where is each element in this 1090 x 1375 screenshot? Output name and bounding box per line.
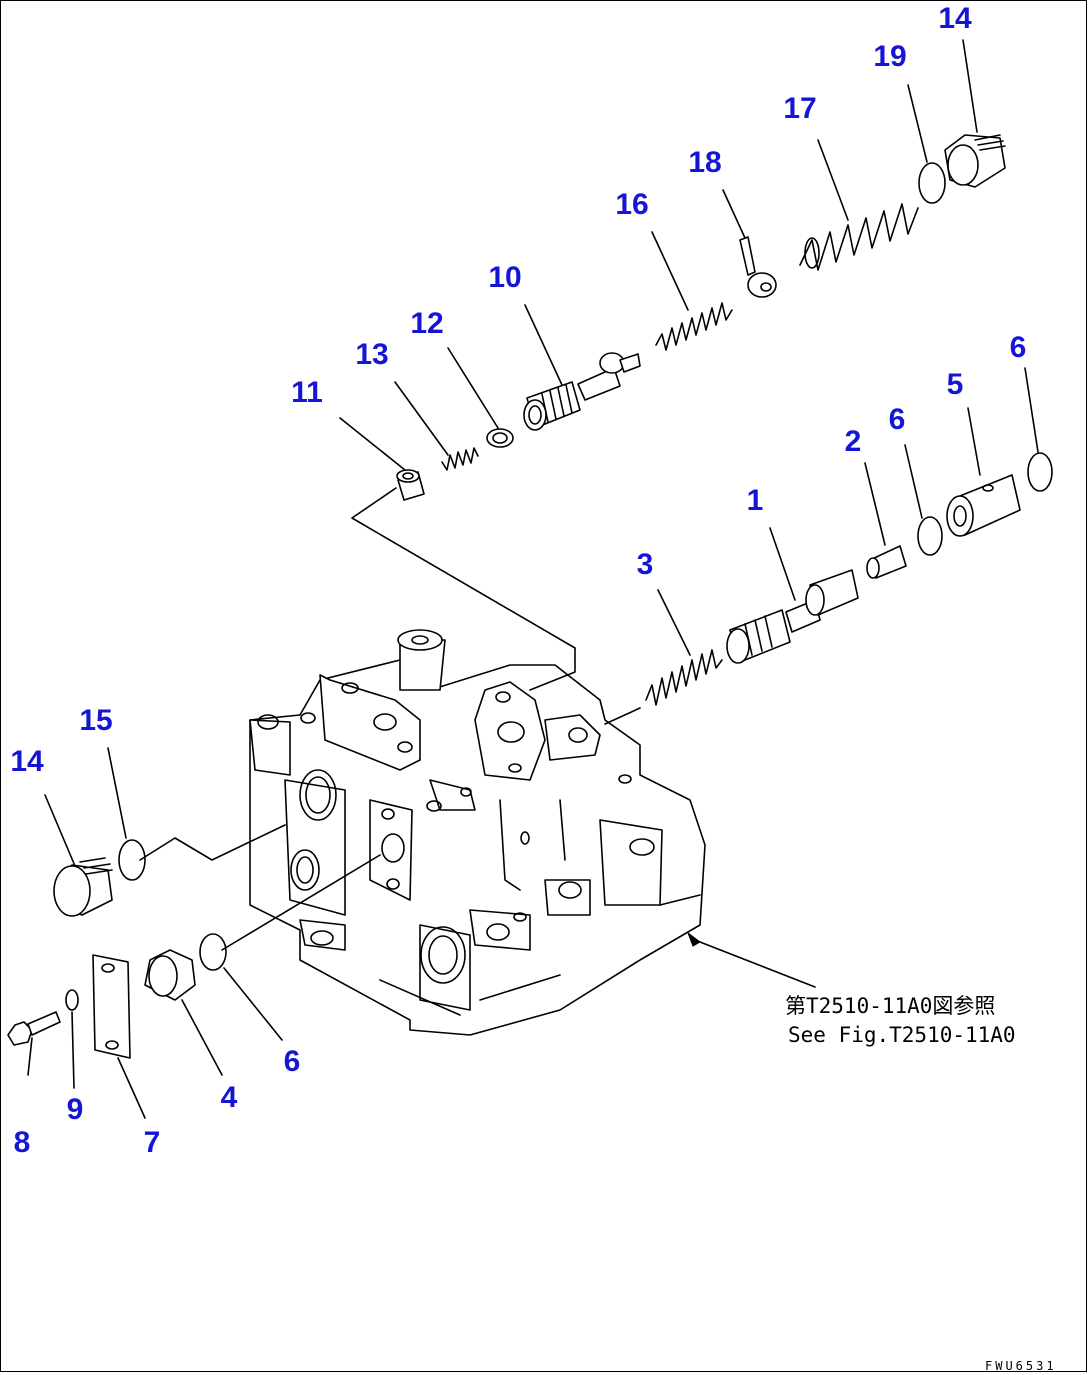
part-1-spool — [726, 569, 859, 664]
reference-note-en: See Fig.T2510-11A0 — [788, 1023, 1016, 1047]
part-6-oring-low — [199, 933, 227, 971]
callout-4: 4 — [221, 1081, 238, 1114]
assembly-lines — [139, 487, 641, 951]
part-17-spring — [799, 203, 919, 271]
part-5-sleeve — [946, 474, 1021, 537]
part-11-plug — [396, 469, 425, 501]
callout-10: 10 — [488, 261, 521, 294]
callout-9: 9 — [67, 1093, 84, 1126]
callout-6-mid: 6 — [889, 403, 906, 436]
part-10-valve — [523, 352, 641, 431]
drawing-id: FWU6531 — [985, 1359, 1057, 1373]
callout-6-right: 6 — [1010, 331, 1027, 364]
callout-14-top: 14 — [938, 2, 972, 35]
callout-7: 7 — [144, 1126, 161, 1159]
part-15-oring — [118, 839, 146, 881]
callout-17: 17 — [783, 92, 816, 125]
callout-3: 3 — [637, 548, 654, 581]
part-2-poppet — [866, 545, 907, 579]
callout-8: 8 — [14, 1126, 31, 1159]
callout-16: 16 — [615, 188, 648, 221]
callout-19: 19 — [873, 40, 906, 73]
callout-14-left: 14 — [10, 745, 44, 778]
reference-note-jp: 第T2510-11A0図参照 — [785, 994, 995, 1018]
part-6-oring-mid — [917, 516, 943, 556]
part-13-spring — [441, 447, 479, 471]
valve-body — [249, 629, 706, 1036]
callouts: 14 19 17 18 16 10 12 13 11 6 5 6 2 1 3 1… — [10, 2, 1026, 1159]
callout-11: 11 — [291, 376, 323, 409]
reference-note: 第T2510-11A0図参照 See Fig.T2510-11A0 — [785, 994, 1016, 1047]
part-18-pin — [739, 236, 777, 298]
part-8-bolt — [7, 1011, 61, 1046]
leader-lines — [27, 39, 1039, 1119]
callout-18: 18 — [688, 146, 721, 179]
part-9-washer — [65, 989, 79, 1011]
callout-13: 13 — [355, 338, 388, 371]
part-7-plate — [92, 954, 131, 1059]
callout-2: 2 — [845, 425, 862, 458]
callout-1: 1 — [747, 484, 764, 517]
part-4-plug — [144, 949, 196, 1001]
part-12-seat — [486, 428, 514, 448]
part-19-oring — [918, 162, 946, 204]
part-16-spring — [655, 302, 733, 351]
part-3-spring — [645, 649, 723, 706]
callout-15: 15 — [79, 704, 112, 737]
part-14-plug-upper — [944, 134, 1006, 188]
part-14-plug-left — [53, 857, 113, 917]
callout-6-low: 6 — [284, 1045, 301, 1078]
callout-5: 5 — [947, 368, 964, 401]
callout-12: 12 — [410, 307, 443, 340]
part-6-oring-right — [1027, 452, 1053, 492]
